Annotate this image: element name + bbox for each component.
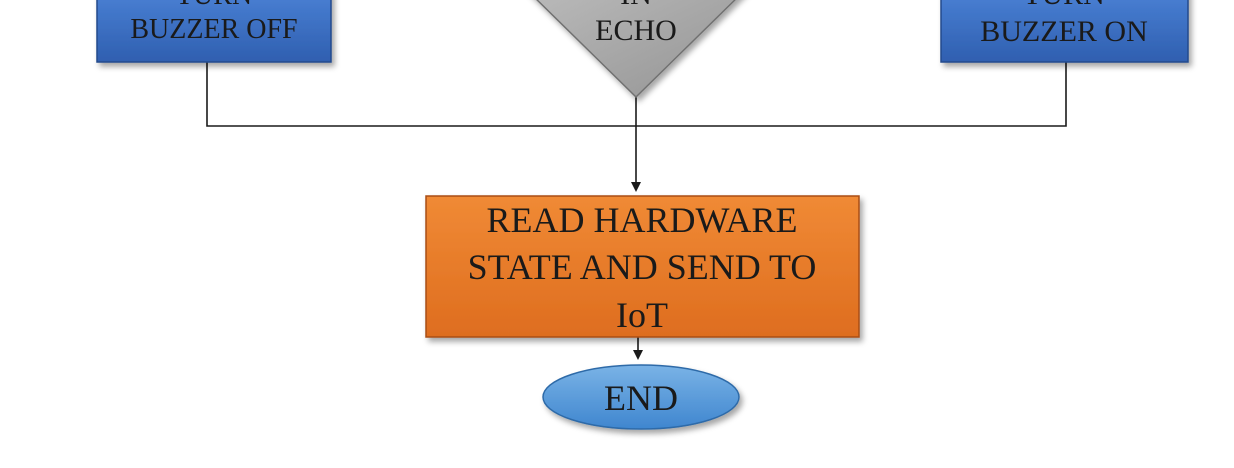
- node-line: BUZZER OFF: [130, 14, 297, 45]
- box-shape: [425, 195, 860, 338]
- decision-diamond: IN ECHO: [536, 0, 736, 99]
- node-line: IoT: [616, 295, 668, 335]
- node-line: IN: [620, 0, 652, 11]
- turn-buzzer-on-box: TURN BUZZER ON: [940, 0, 1189, 63]
- read-hardware-process-box: READ HARDWARE STATE AND SEND TO IoT: [425, 195, 860, 338]
- node-line: STATE AND SEND TO: [468, 247, 817, 287]
- diamond-shape: [536, 0, 736, 99]
- node-line: READ HARDWARE: [487, 200, 798, 240]
- connectors: [206, 62, 1067, 360]
- node-line: ECHO: [595, 14, 677, 47]
- ellipse-shape: [542, 364, 740, 430]
- box-shape: [940, 0, 1189, 63]
- box-shape: [96, 0, 332, 63]
- end-terminator: END: [542, 364, 740, 430]
- node-line: BUZZER ON: [980, 15, 1148, 48]
- node-line: TURN: [176, 0, 252, 11]
- node-line: TURN: [1023, 0, 1105, 11]
- node-line: END: [604, 378, 678, 418]
- turn-buzzer-off-box: TURN BUZZER OFF: [96, 0, 332, 63]
